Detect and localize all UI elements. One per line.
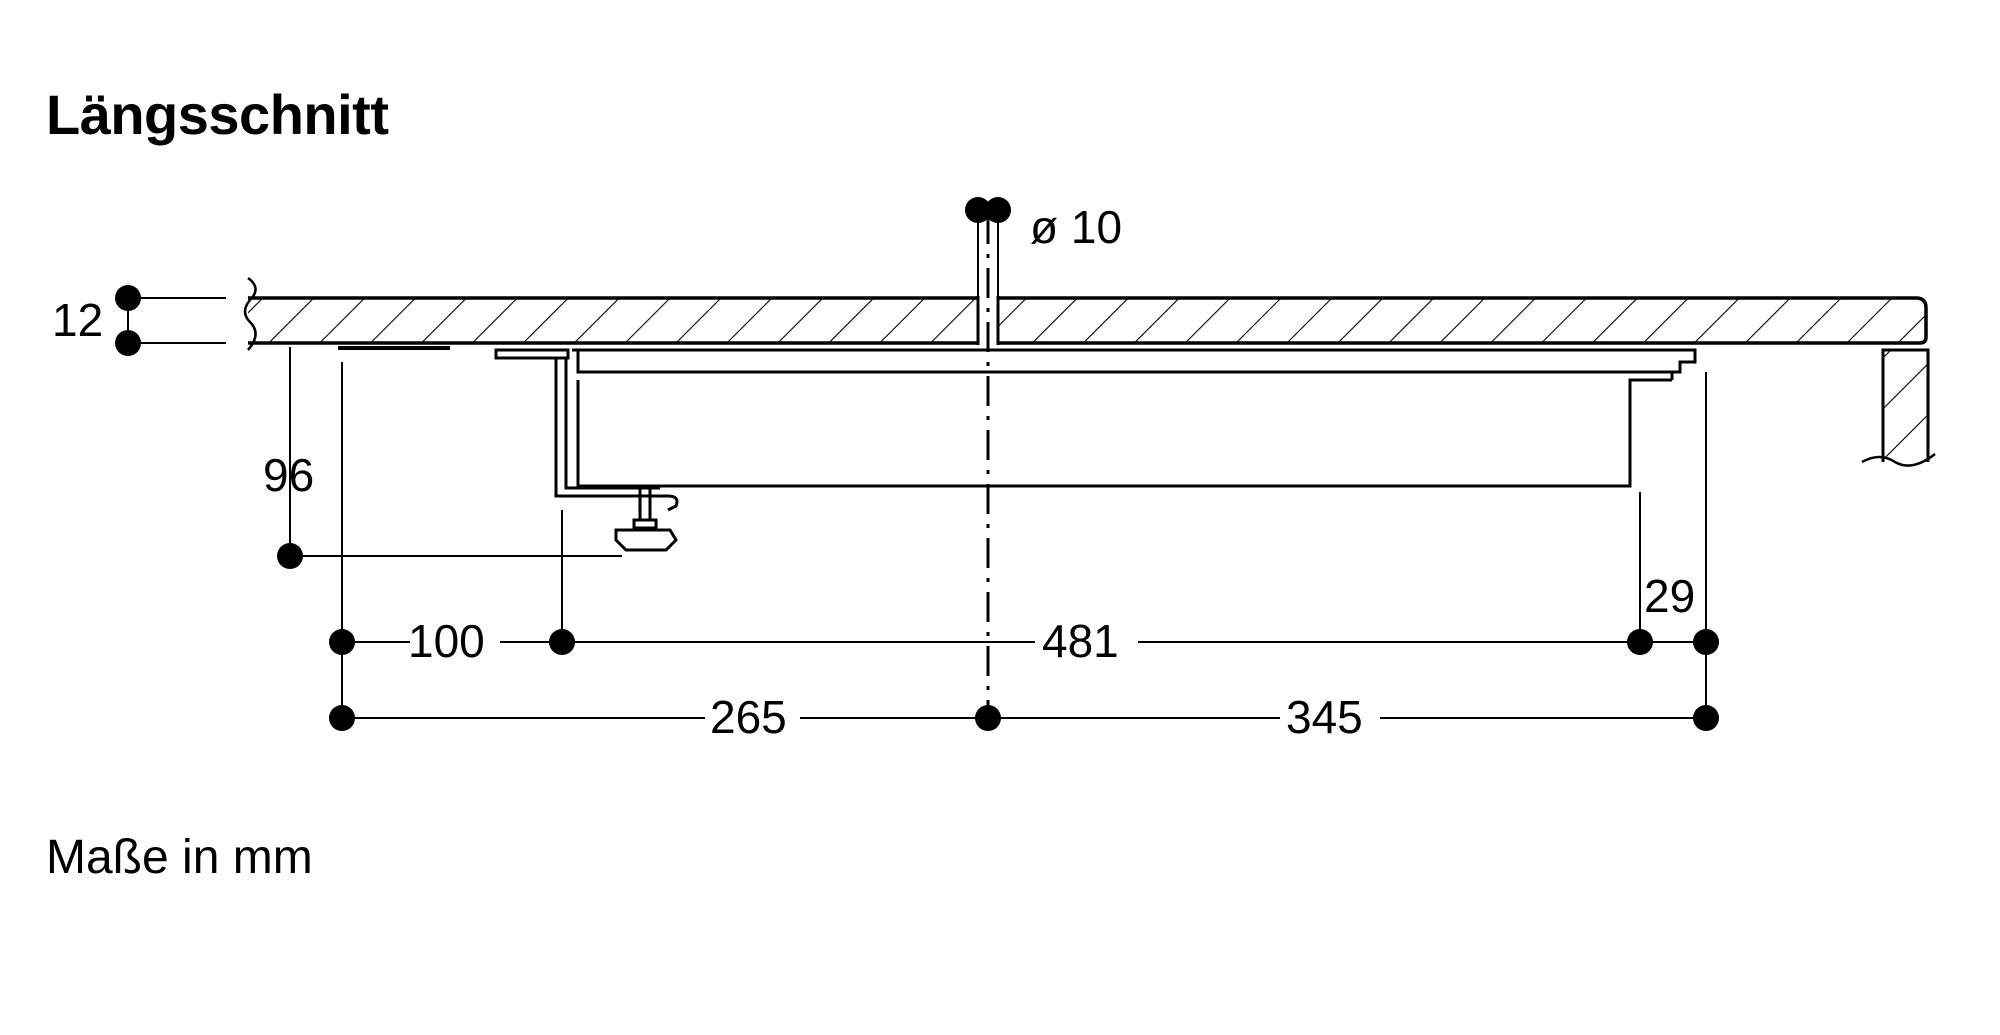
dimension-markers <box>115 197 1719 731</box>
extension-lines <box>140 214 1707 718</box>
dimension-lines <box>127 298 1706 719</box>
dim-inner-width: 481 <box>1042 615 1119 667</box>
dim-left-offset: 100 <box>408 615 485 667</box>
countertop <box>243 276 1928 351</box>
units-note: Maße in mm <box>46 831 313 884</box>
center-bore <box>976 296 1000 346</box>
dim-center-left: 265 <box>710 691 787 743</box>
dim-right-offset: 29 <box>1644 570 1695 622</box>
dim-countertop-thickness: 12 <box>52 294 103 346</box>
dim-hole-diameter: ø 10 <box>1030 201 1122 253</box>
section-title: Längsschnitt <box>46 83 389 146</box>
dim-center-right: 345 <box>1286 691 1363 743</box>
side-wall <box>1861 348 1936 467</box>
clamp-screw <box>614 488 678 552</box>
hob-body <box>338 346 1697 512</box>
dim-bracket-depth: 96 <box>263 449 314 501</box>
